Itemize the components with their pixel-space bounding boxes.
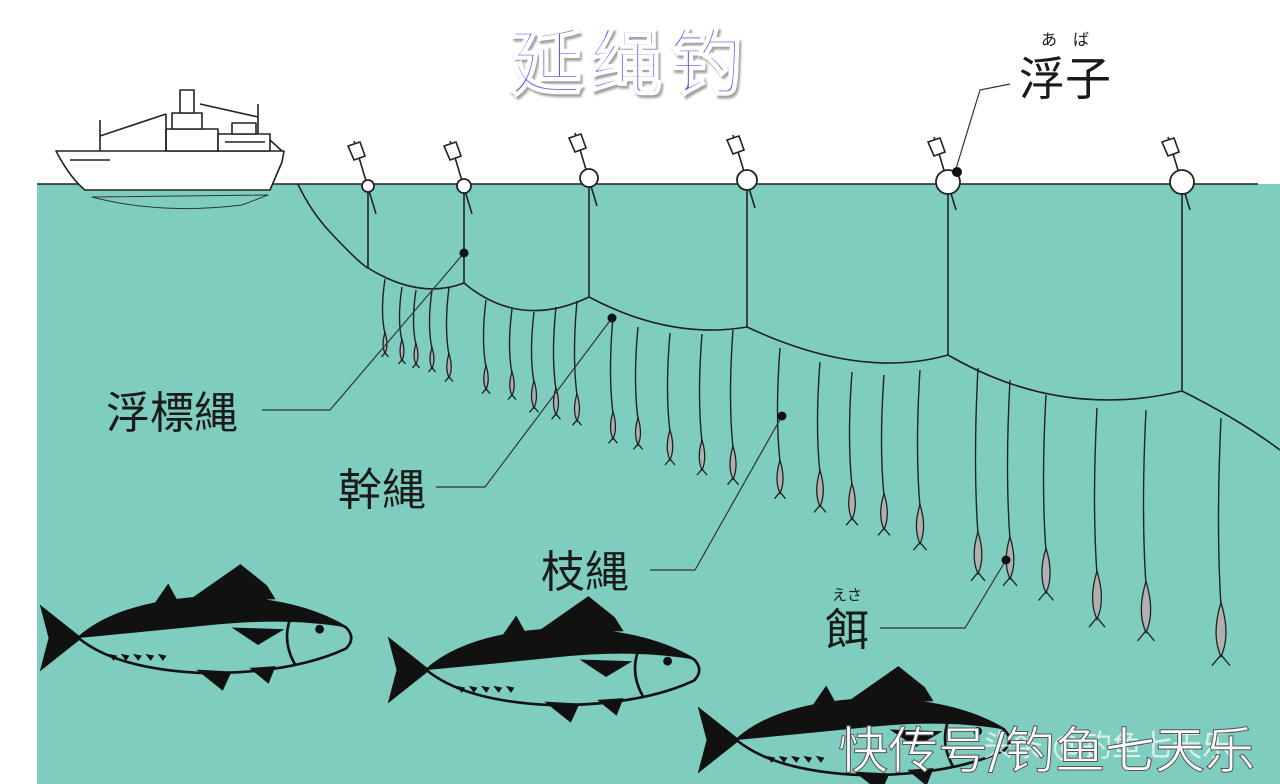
tuna-fish-icon [39,564,353,691]
bait-fish-icon [1038,545,1054,601]
diagram-title: 延绳钓 [510,21,750,105]
branch-line [381,278,386,334]
branch-line [412,289,417,345]
float-flag-icon [1160,136,1195,211]
bait-fish-icon [608,409,618,444]
bait-fish-icon [845,481,859,526]
branch-line [776,347,781,463]
main-line-label: 幹縄 [338,465,426,516]
float-ruby: あ ば [1041,30,1089,49]
float-flag-icon [567,132,599,207]
branch-line [880,374,885,496]
float-flag-icon [725,134,758,209]
bait-fish-icon [813,468,827,513]
bait-ruby: えさ [832,586,862,604]
bait-fish-icon [398,337,406,365]
bait-fish-icon [529,378,539,413]
bait-fish-icon [412,341,420,369]
branch-line [445,286,450,356]
float-flag-icon [442,140,473,215]
branch-line-label: 枝縄 [541,547,629,598]
bait-fish-icon [727,443,739,486]
branch-line [816,361,821,473]
branch-line [1142,409,1147,585]
fishing-boat-icon [55,89,285,210]
branch-line [974,367,979,535]
branch-line [1006,379,1011,540]
branch-line [609,316,614,414]
bait-fish-icon [381,330,389,358]
tuna-fish-icon [697,666,1011,784]
boat-to-line [297,184,369,269]
bait-fish-icon [774,457,786,500]
branch-line [1093,407,1098,575]
bait-fish-icon [428,345,436,373]
branch-line [666,332,671,433]
label-dots [459,167,1011,565]
branch-line [482,299,487,368]
branch-line [398,286,403,341]
watermark-secondary: 头条 @钓鱼七天乐 [982,729,1232,764]
bait-fish-icon [1211,600,1231,667]
branch-line [729,329,734,449]
bait-fish-icon [572,391,582,426]
tuna-group [39,564,1011,784]
branch-line [552,306,557,390]
branch-line [530,311,535,383]
tuna-fish-icon [387,596,701,723]
main-line [367,267,1280,451]
branch-line [1217,417,1222,607]
branch-line [634,326,639,420]
bait-fish-icon [633,415,643,450]
bait-fish-icon [877,491,891,536]
branch-line [698,333,703,443]
bait-fish-icon [507,369,517,401]
watermark-main: 快传号/钓鱼七天乐 [838,722,1255,780]
bait-fish-icon [664,427,676,466]
branch-line [573,300,578,396]
bait-fish-icon [1137,579,1155,642]
float-flag-icon [346,140,377,215]
branch-line [508,308,513,374]
branch-line [916,369,921,508]
label-leaders [262,83,1011,629]
line-system [297,184,1280,607]
branch-line [848,371,853,486]
bait-fish-icon [481,363,491,395]
branch-line [428,289,433,349]
branch-line [1042,394,1047,552]
float-label: 浮子 [1019,52,1111,106]
bait-fish-icon [444,351,454,383]
bait-label: 餌 [825,605,869,656]
bait-fish-icon [1088,568,1106,628]
float-group [346,132,1195,215]
bait-fish-icon [913,502,927,551]
bait-fish-icon [970,529,986,582]
float-line-label: 浮標縄 [106,388,238,439]
bait-fish-icon [696,437,708,476]
branch-lines [381,278,1222,607]
bait-fish-icon [1002,534,1018,587]
